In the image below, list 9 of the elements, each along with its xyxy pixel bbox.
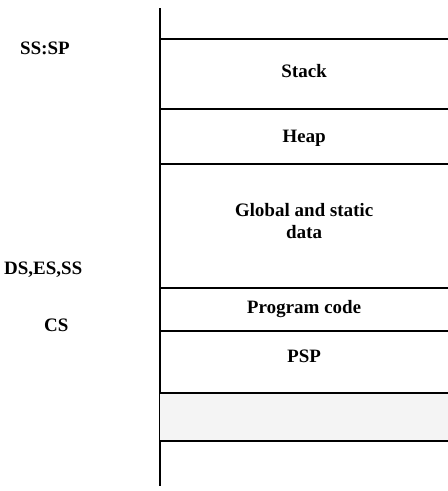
segment-label: PSP bbox=[287, 346, 321, 368]
register-label: SS:SP bbox=[20, 38, 70, 60]
memory-segment-box bbox=[160, 392, 448, 442]
segment-label: Program code bbox=[246, 296, 362, 318]
register-label: DS,ES,SS bbox=[4, 258, 82, 280]
segment-label: Global and static data bbox=[234, 200, 374, 244]
register-label: CS bbox=[44, 315, 68, 337]
segment-label: Heap bbox=[282, 126, 326, 148]
segment-label: Stack bbox=[281, 61, 327, 83]
